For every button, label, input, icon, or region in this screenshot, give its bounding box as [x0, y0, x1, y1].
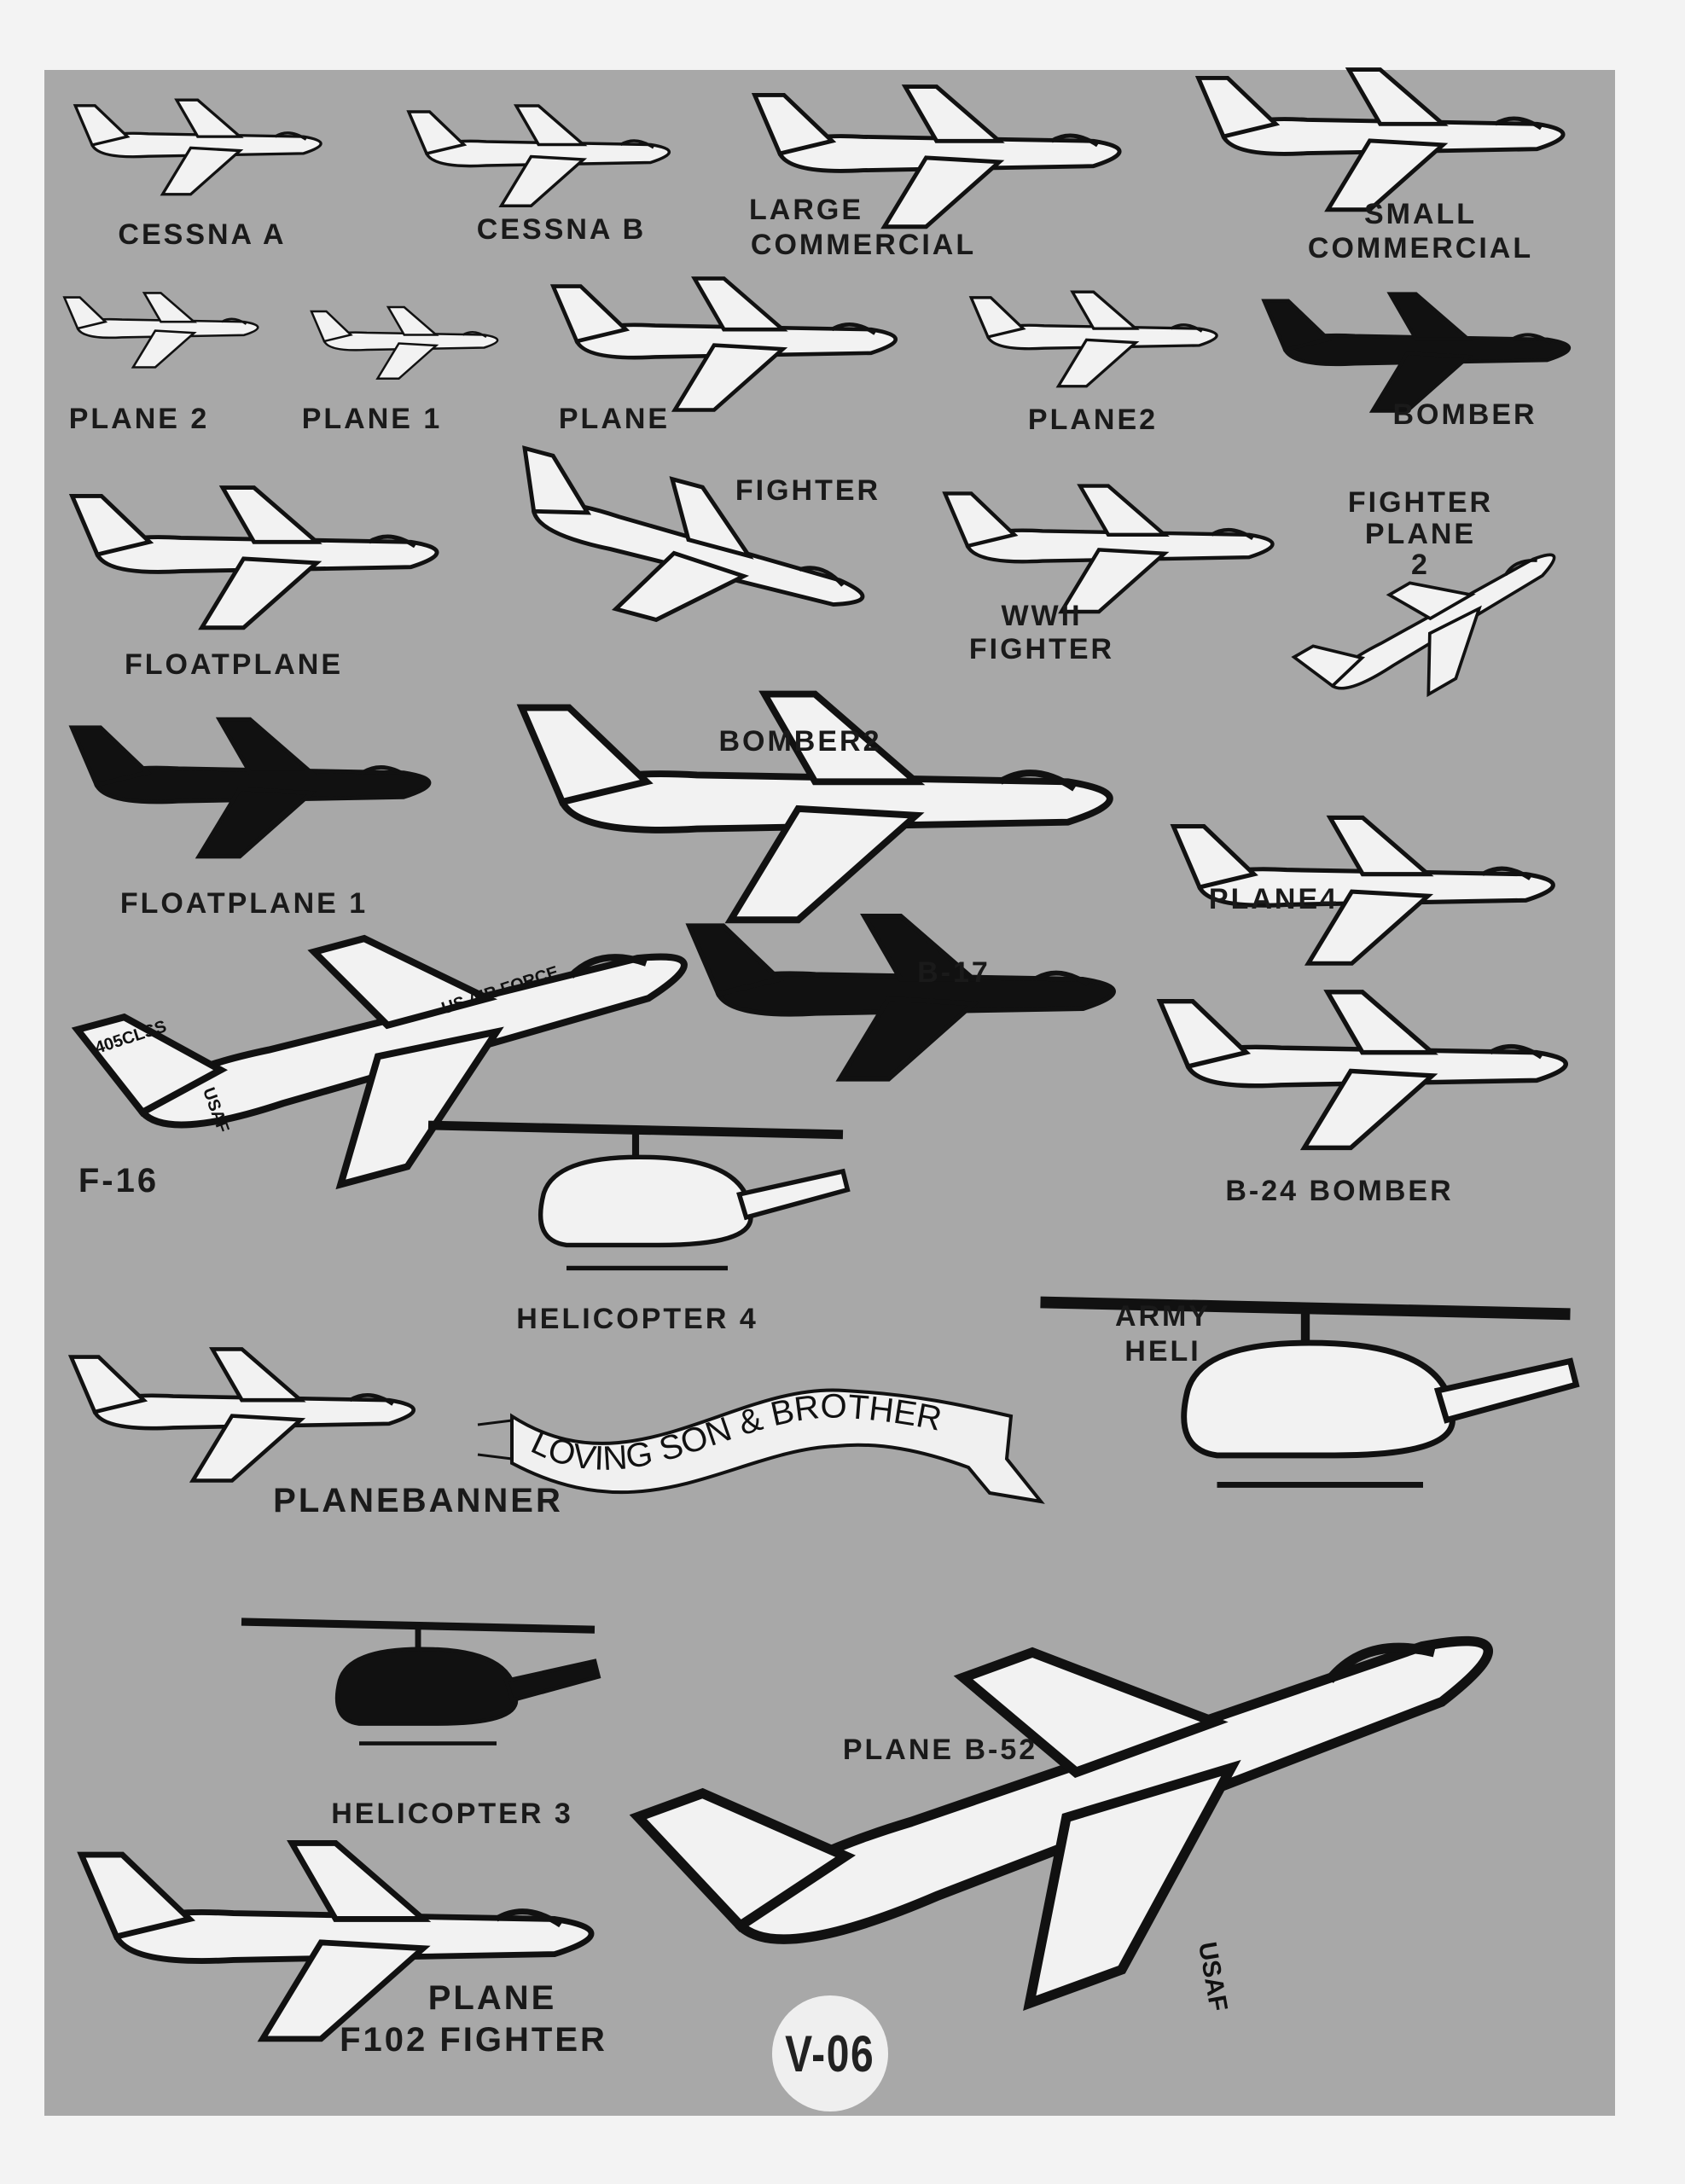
wwii-fighter-illustration: [942, 484, 1275, 614]
floatplane-1-illustration: [68, 717, 432, 859]
label-f16: F-16: [78, 1162, 160, 1199]
label-large-commercial-2: COMMERCIAL: [750, 229, 977, 261]
loving-son-banner: LOVING SON & BROTHER: [477, 1388, 1045, 1504]
label-small-commercial-2: COMMERCIAL: [1307, 232, 1534, 264]
label-army-heli-2: HELI: [1124, 1335, 1201, 1368]
army-heli-illustration: [1040, 1296, 1580, 1488]
cessna-b-illustration: [406, 104, 671, 207]
label-bomber2: BOMBER2: [718, 725, 882, 758]
label-cessna-a: CESSNA A: [118, 218, 287, 251]
bomber2-illustration: [516, 690, 1113, 924]
label-plane4: PLANE4: [1208, 883, 1339, 915]
cessna-a-illustration: [73, 98, 322, 196]
b24-bomber-illustration: [1156, 990, 1568, 1151]
bomber-illustration: [1261, 292, 1571, 413]
label-planebanner: PLANEBANNER: [273, 1482, 563, 1519]
label-floatplane-1: FLOATPLANE 1: [119, 887, 369, 920]
large-commercial-illustration: [751, 84, 1122, 229]
f102-illustration: [76, 1839, 594, 2042]
label-plane-f102-2: F102 FIGHTER: [340, 2021, 607, 2059]
label-plane-f102-1: PLANE: [427, 1979, 557, 2017]
b52-illustration: [629, 1635, 1493, 2012]
helicopter-4-illustration: [427, 1120, 851, 1271]
catalog-code-badge: V-06: [772, 1995, 888, 2111]
helicopter-3-illustration: [241, 1618, 601, 1745]
label-army-heli-1: ARMY: [1114, 1300, 1211, 1333]
plane4-illustration: [1170, 815, 1555, 966]
label-fighter-plane-2-b: PLANE: [1364, 518, 1477, 550]
label-plane-b52: PLANE B-52: [842, 1734, 1038, 1766]
label-helicopter-4: HELICOPTER 4: [516, 1303, 758, 1335]
small-commercial-illustration: [1194, 67, 1566, 212]
planebanner-plane-illustration: [67, 1347, 416, 1483]
plane-2-illustration: [62, 292, 259, 369]
label-bomber: BOMBER: [1392, 398, 1537, 431]
label-b24-bomber: B-24 BOMBER: [1225, 1175, 1454, 1207]
label-plane2: PLANE2: [1027, 404, 1159, 436]
label-large-commercial-1: LARGE: [749, 194, 863, 226]
label-floatplane: FLOATPLANE: [124, 648, 344, 681]
label-wwii-fighter-2: FIGHTER: [968, 633, 1115, 665]
fighter-illustration: [522, 445, 865, 623]
label-fighter: FIGHTER: [735, 474, 881, 507]
label-plane: PLANE: [558, 403, 671, 435]
label-plane-2: PLANE 2: [68, 403, 210, 435]
catalog-code: V-06: [785, 2024, 875, 2082]
label-wwii-fighter-1: WWII: [1001, 600, 1083, 632]
f16-illustration: [71, 934, 688, 1190]
label-small-commercial-1: SMALL: [1363, 198, 1478, 230]
label-fighter-plane-2-a: FIGHTER: [1347, 486, 1494, 519]
label-fighter-plane-2-c: 2: [1411, 549, 1430, 581]
label-plane-1: PLANE 1: [301, 403, 443, 435]
label-helicopter-3: HELICOPTER 3: [331, 1798, 573, 1830]
label-cessna-b: CESSNA B: [476, 213, 647, 246]
plane-1-illustration: [310, 305, 499, 380]
floatplane-illustration: [68, 485, 439, 630]
fighter-plane-2-illustration: [1291, 553, 1556, 698]
b17-illustration: [685, 913, 1116, 1082]
plane2-illustration: [968, 290, 1218, 388]
label-b17: B-17: [917, 956, 991, 989]
plane-illustration: [549, 276, 898, 412]
